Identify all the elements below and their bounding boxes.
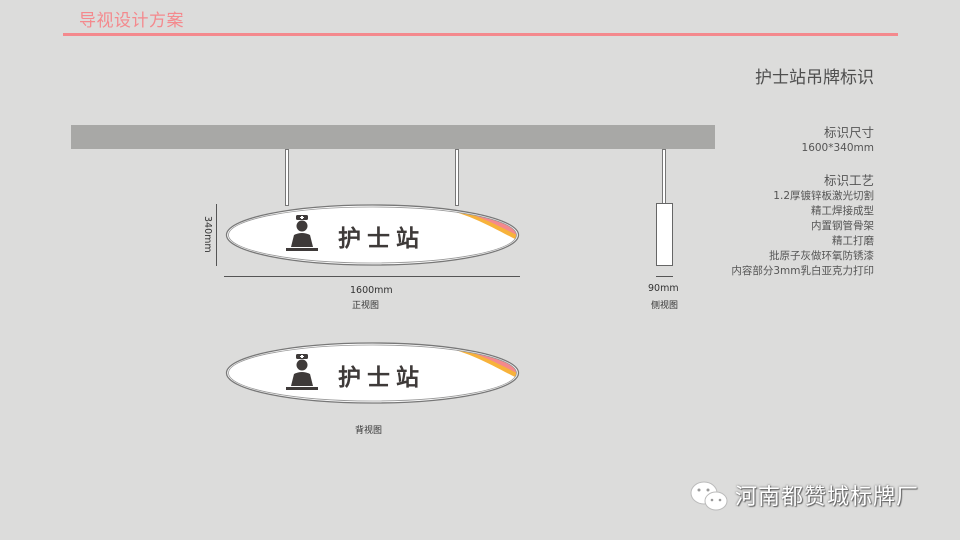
side-sign [656, 203, 673, 266]
hanging-rod [285, 149, 289, 206]
spec-process: 标识工艺 1.2厚镀锌板激光切割 精工焊接成型 内置钢管骨架 精工打磨 批原子灰… [731, 173, 874, 279]
spec-process-item: 内置钢管骨架 [811, 220, 874, 232]
spec-size-heading: 标识尺寸 [823, 125, 874, 140]
hanging-rod [662, 149, 666, 204]
wechat-icon [690, 481, 728, 511]
front-sign-text: 护士站 [338, 226, 425, 252]
spec-process-item: 批原子灰做环氧防锈漆 [769, 250, 874, 262]
width-dimension-label: 1600mm [350, 285, 393, 296]
nurse-icon [286, 354, 318, 390]
spec-size: 标识尺寸 1600*340mm [802, 125, 874, 156]
footer-brand: 河南都赞城标牌厂 [735, 485, 920, 510]
header-title: 导视设计方案 [79, 11, 184, 31]
spec-process-item: 精工焊接成型 [811, 205, 874, 217]
height-dimension-line [216, 204, 217, 266]
nurse-icon [286, 215, 318, 251]
spec-process-item: 内容部分3mm乳白亚克力打印 [731, 265, 874, 277]
height-dimension-label: 340mm [202, 216, 213, 253]
page-title: 护士站吊牌标识 [755, 68, 874, 88]
side-width-dimension-line [656, 276, 673, 277]
spec-process-item: 1.2厚镀锌板激光切割 [773, 190, 874, 202]
back-sign-text: 护士站 [338, 365, 425, 391]
side-view-caption: 侧视图 [651, 301, 679, 311]
spec-process-heading: 标识工艺 [823, 173, 874, 188]
ceiling-beam [71, 125, 715, 149]
hanging-rod [455, 149, 459, 206]
back-view-caption: 背视图 [355, 426, 383, 436]
front-view-caption: 正视图 [352, 301, 380, 311]
header-divider [63, 33, 898, 36]
spec-size-value: 1600*340mm [801, 142, 874, 154]
side-width-dimension-label: 90mm [648, 283, 679, 294]
width-dimension-line [224, 276, 520, 277]
spec-process-item: 精工打磨 [832, 235, 874, 247]
